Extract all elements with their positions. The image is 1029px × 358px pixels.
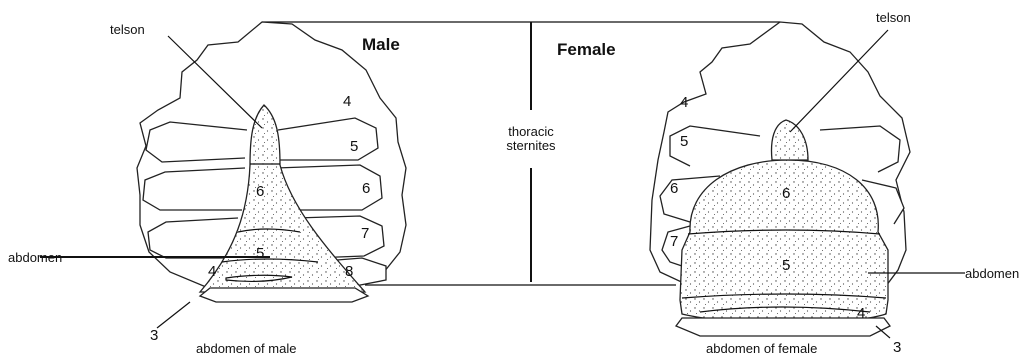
female-seg6-label: 6 — [782, 185, 790, 202]
female-plate-right-5 — [819, 125, 901, 173]
male-sternite4-label: 4 — [343, 93, 351, 110]
male-seg4-label: 4 — [208, 263, 216, 280]
female-sternite6-label: 6 — [670, 180, 678, 197]
female-sternite4-label: 4 — [680, 94, 688, 111]
male-abdomen-label: abdomen — [8, 250, 62, 265]
thoracic-label-line1: thoracic — [508, 124, 554, 139]
female-seg-line-inner — [699, 306, 871, 313]
male-seg6-label: 6 — [256, 183, 264, 200]
male-sternite6-label: 6 — [362, 180, 370, 197]
female-seg4-label: 4 — [857, 305, 865, 322]
male-caption: abdomen of male — [196, 341, 296, 356]
male-sternite8-label: 8 — [345, 263, 353, 280]
male-gonopod-slit — [225, 274, 293, 283]
female-abdomen-label: abdomen — [965, 266, 1019, 281]
thoracic-label-line2: sternites — [506, 138, 556, 153]
female-seg-line-5 — [687, 229, 881, 235]
male-telson-label: telson — [110, 22, 145, 37]
male-abdomen-base — [198, 287, 370, 303]
female-seg5-label: 5 — [782, 257, 790, 274]
male-abdomen-shape — [198, 104, 367, 293]
male-plate-right-5 — [276, 117, 379, 161]
female-sternite5-label: 5 — [680, 133, 688, 150]
male-plate-right-6 — [275, 164, 383, 211]
female-caption: abdomen of female — [706, 341, 817, 356]
male-heading: Male — [362, 35, 400, 54]
female-seg-line-4 — [681, 293, 887, 299]
male-seg-line-5 — [237, 228, 301, 233]
female-plate-left-5 — [669, 125, 761, 167]
male-sternite5-label: 5 — [350, 138, 358, 155]
male-plate-left-7 — [147, 217, 239, 259]
female-seg3-leader — [875, 325, 891, 339]
female-figure — [649, 21, 911, 337]
male-seg3-leader — [156, 301, 191, 329]
female-abdomen-base — [674, 317, 891, 337]
male-telson-leader — [167, 35, 263, 129]
female-telson-leader — [789, 29, 889, 133]
male-figure — [136, 21, 407, 303]
male-plate-left-6 — [142, 167, 246, 211]
male-seg-line-4 — [221, 258, 319, 263]
male-seg3-label: 3 — [150, 327, 158, 344]
female-telson-label: telson — [876, 10, 911, 25]
female-plate-left-6 — [659, 175, 721, 223]
male-seg5-label: 5 — [256, 245, 264, 262]
female-telson-shape — [770, 119, 809, 161]
female-heading: Female — [557, 40, 616, 59]
female-seg3-label: 3 — [893, 339, 901, 356]
female-sternite7-label: 7 — [670, 233, 678, 250]
male-plate-left-5 — [145, 121, 248, 163]
female-plate-right-6 — [861, 179, 905, 225]
male-sternite7-label: 7 — [361, 225, 369, 242]
